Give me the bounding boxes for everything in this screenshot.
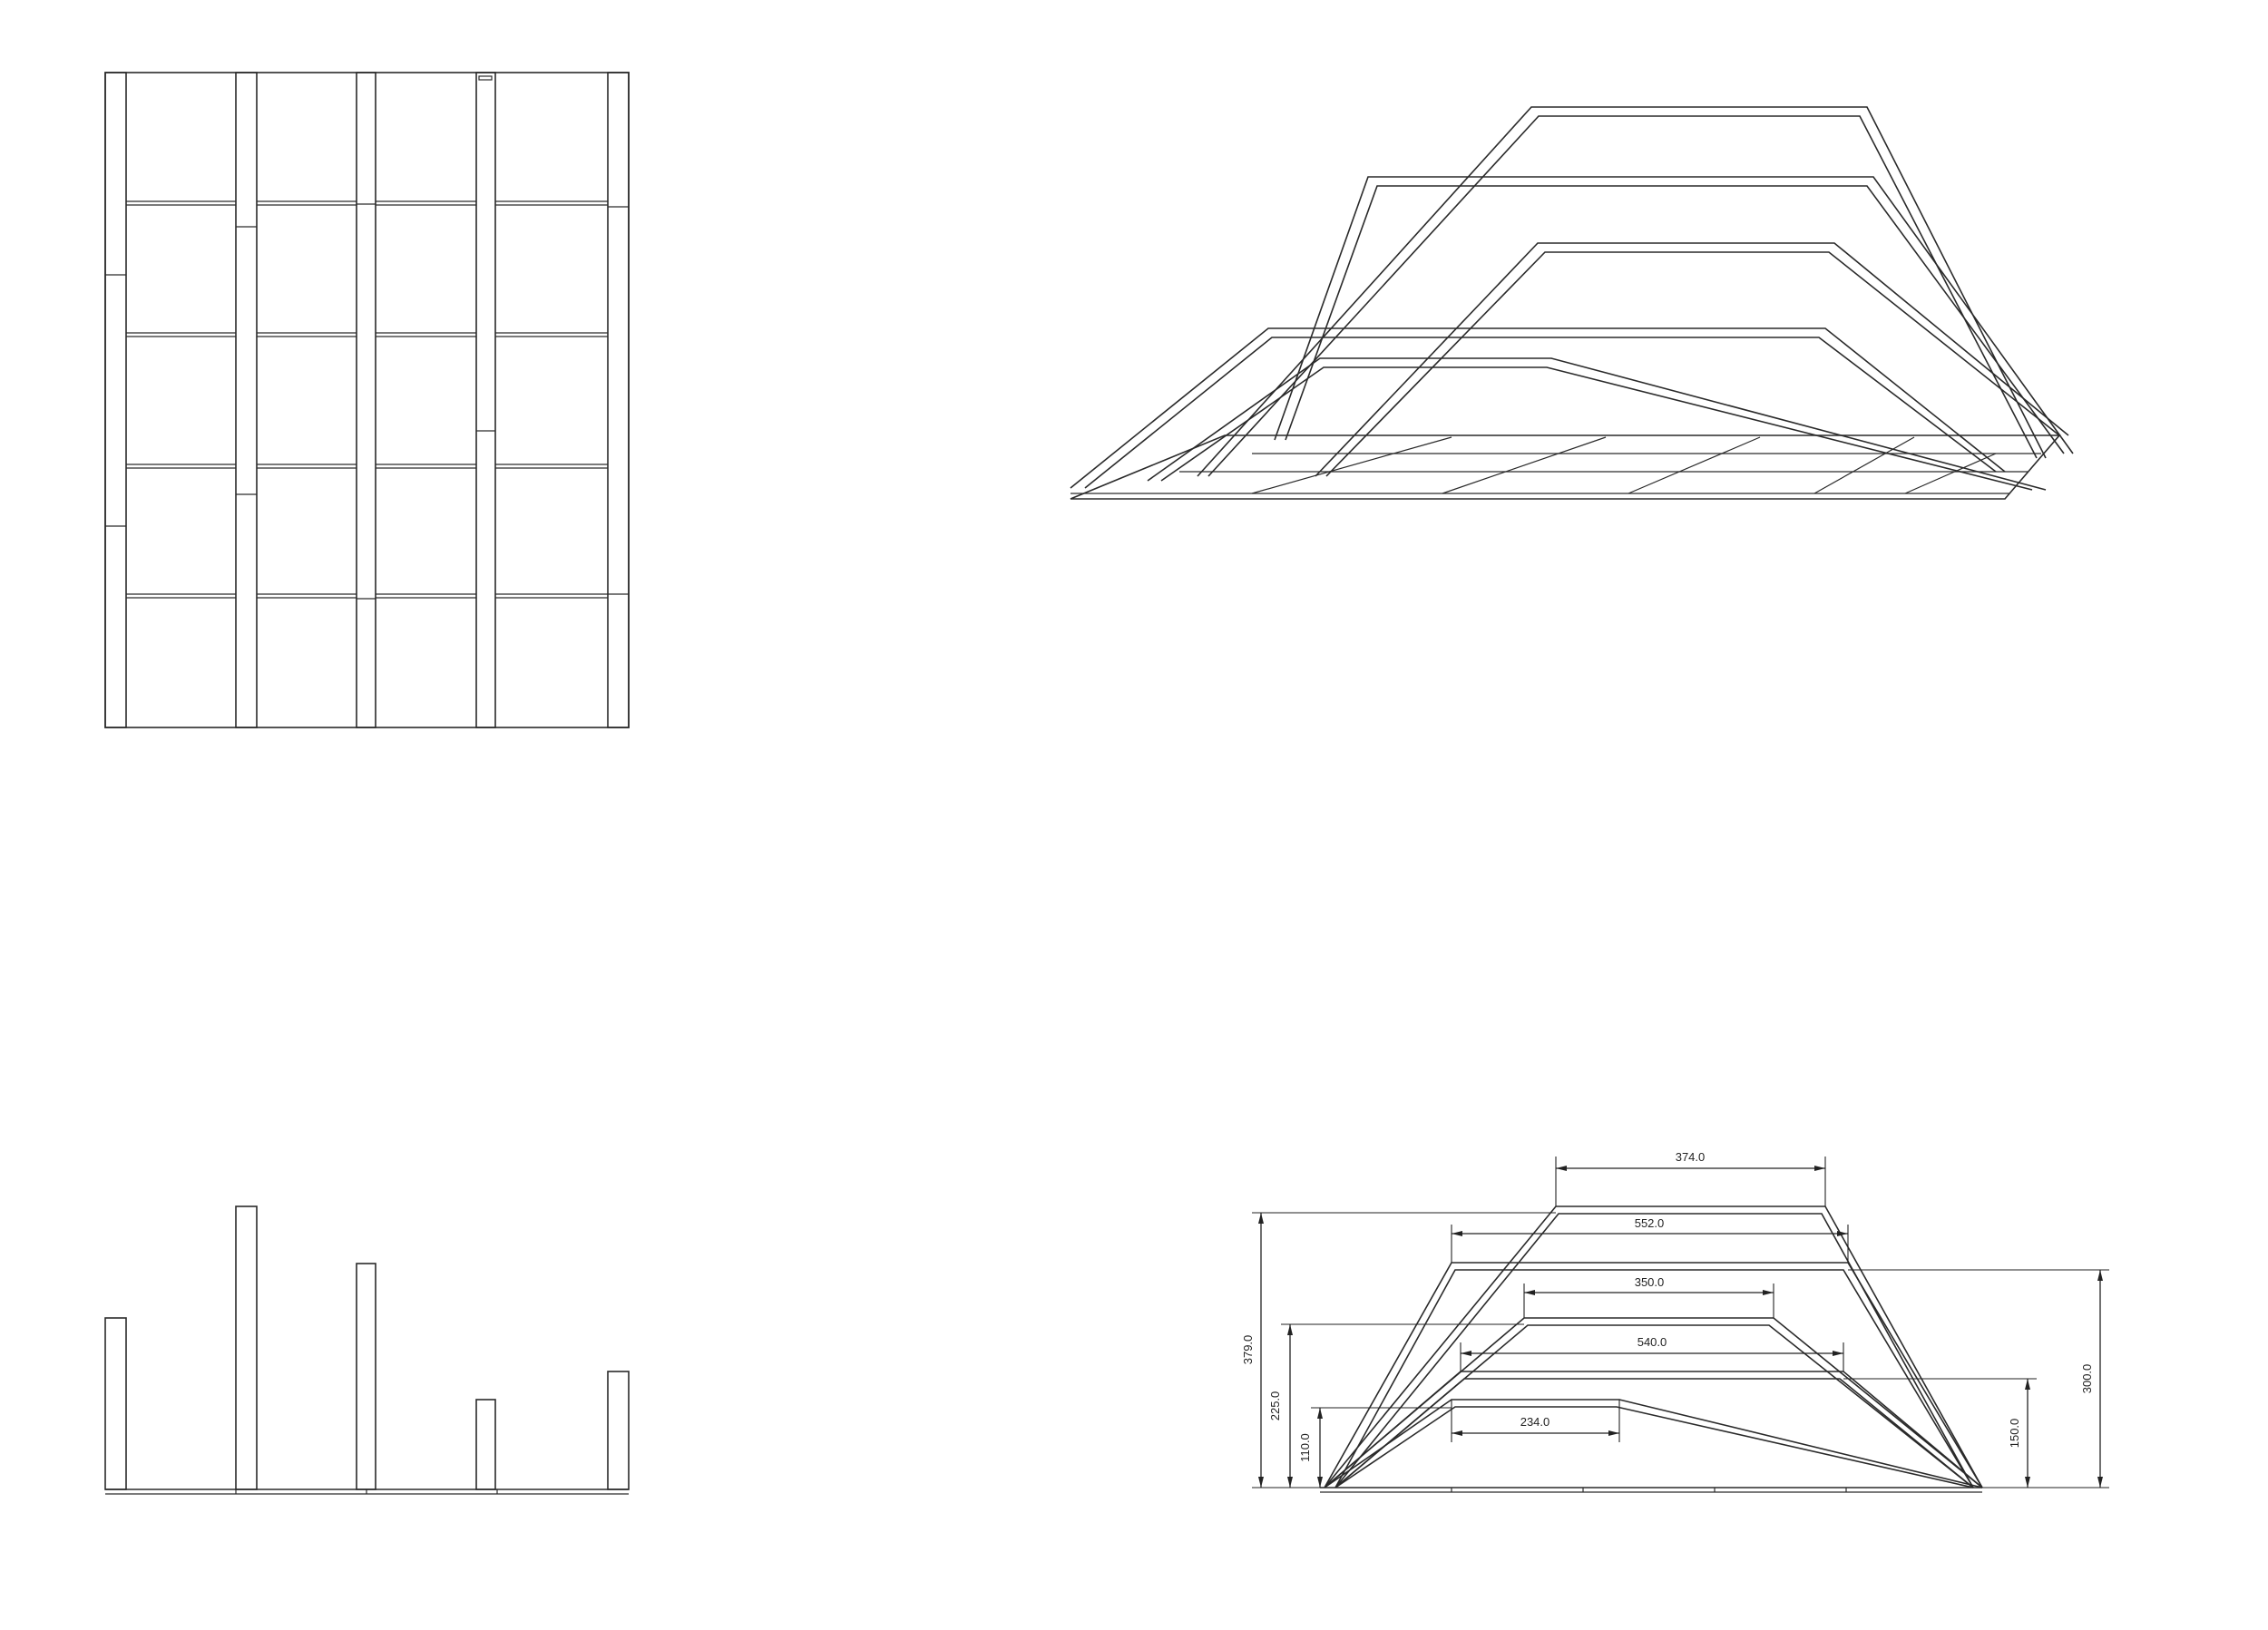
dim-label-234: 234.0: [1520, 1415, 1550, 1429]
profile-5: [1324, 1399, 1983, 1488]
dim-label-110: 110.0: [1298, 1433, 1312, 1462]
dim-label-300: 300.0: [2080, 1364, 2094, 1394]
dimension-379: 379.0: [1241, 1212, 1556, 1488]
dimension-540: 540.0: [1460, 1335, 1844, 1371]
elevation-post: [356, 1263, 376, 1490]
frame-4-inner: [1084, 337, 1997, 489]
dim-label-225: 225.0: [1268, 1391, 1282, 1421]
profile-1: [1324, 1205, 1983, 1488]
base-grid: [1251, 436, 1452, 494]
base-grid: [1628, 436, 1761, 494]
plan-view: [104, 72, 630, 728]
elevation-post: [104, 1317, 127, 1490]
perspective-base: [1070, 434, 2061, 500]
frame-5-inner: [1160, 366, 2033, 491]
dim-label-150: 150.0: [2008, 1419, 2021, 1449]
base-grid: [1813, 436, 1915, 494]
frame-3-inner: [1325, 251, 2060, 477]
frame-3: [1315, 242, 2069, 477]
elevation-post: [607, 1371, 630, 1490]
profile-5-inner: [1334, 1406, 1974, 1488]
profile-4-inner: [1334, 1378, 1974, 1488]
profile-2: [1324, 1262, 1983, 1488]
frame-1: [1197, 106, 2047, 477]
plan-shelves: [126, 200, 608, 599]
dimension-225: 225.0: [1268, 1323, 1524, 1488]
dim-label-374: 374.0: [1676, 1150, 1706, 1164]
elevation-post: [475, 1399, 496, 1490]
dimension-374: 374.0: [1555, 1150, 1826, 1206]
dimension-110: 110.0: [1298, 1407, 1452, 1488]
dim-label-552: 552.0: [1635, 1216, 1665, 1230]
front-elevation: [104, 1205, 630, 1495]
base-grid: [1442, 436, 1607, 494]
profile-4: [1324, 1371, 1983, 1488]
plan-slat: [356, 72, 376, 728]
dimension-350: 350.0: [1523, 1275, 1774, 1318]
plan-slat: [475, 72, 496, 728]
slat-mark: [478, 75, 493, 81]
dim-label-379: 379.0: [1241, 1335, 1255, 1365]
plan-outline: [104, 72, 630, 728]
perspective-view: [1070, 106, 2074, 500]
dim-label-350: 350.0: [1635, 1275, 1665, 1289]
plan-slat: [235, 72, 258, 728]
plan-slat: [104, 72, 127, 728]
profile-1-inner: [1334, 1213, 1974, 1488]
side-section: 374.0 552.0 350.0 540.0: [1241, 1150, 2109, 1493]
frame-2: [1274, 176, 2074, 454]
dimension-300: 300.0: [1848, 1269, 2109, 1488]
frame-4: [1070, 327, 2006, 489]
frame-1-inner: [1207, 115, 2038, 477]
dimension-552: 552.0: [1451, 1216, 1849, 1263]
dim-label-540: 540.0: [1637, 1335, 1667, 1349]
elevation-post: [235, 1205, 258, 1490]
dimension-150: 150.0: [1843, 1378, 2037, 1488]
frame-5: [1147, 357, 2047, 491]
frame-2-inner: [1285, 185, 2065, 454]
dimension-234: 234.0: [1451, 1400, 1620, 1442]
plan-slat: [607, 72, 630, 728]
